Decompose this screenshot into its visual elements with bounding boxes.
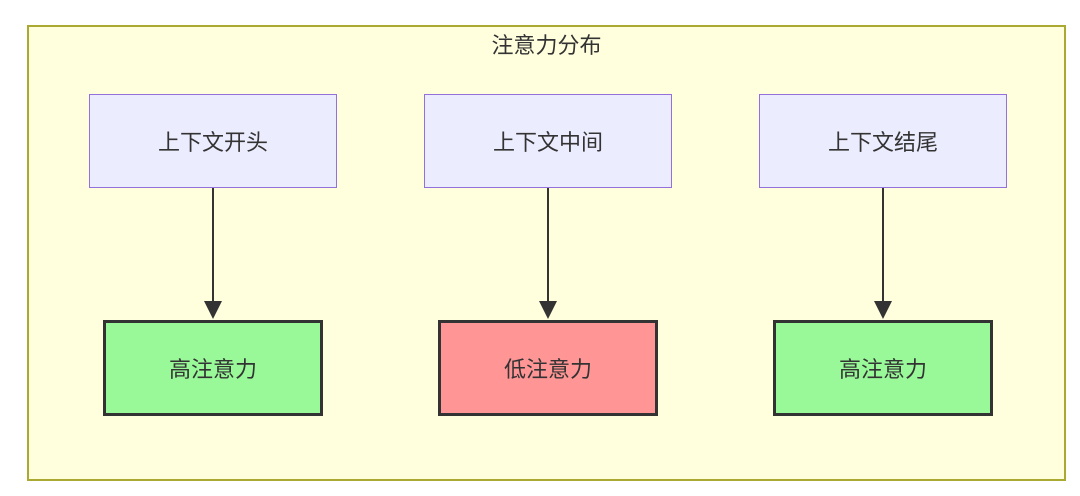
node-low-attention: 低注意力 [438,320,658,416]
node-context-middle: 上下文中间 [424,94,672,188]
arrow-down-icon [204,188,222,319]
arrow-down-icon [874,188,892,319]
node-context-end: 上下文结尾 [759,94,1007,188]
node-low-attention-label: 低注意力 [503,357,592,382]
node-high-attention-2: 高注意力 [773,320,993,416]
node-high-attention-1-label: 高注意力 [168,357,257,382]
diagram-title: 注意力分布 [491,33,602,58]
node-context-middle-label: 上下文中间 [492,130,603,155]
node-context-start-label: 上下文开头 [157,130,268,155]
node-high-attention-1: 高注意力 [103,320,323,416]
arrow-down-icon [539,188,557,319]
node-context-end-label: 上下文结尾 [827,130,938,155]
node-context-start: 上下文开头 [89,94,337,188]
node-high-attention-2-label: 高注意力 [838,357,927,382]
